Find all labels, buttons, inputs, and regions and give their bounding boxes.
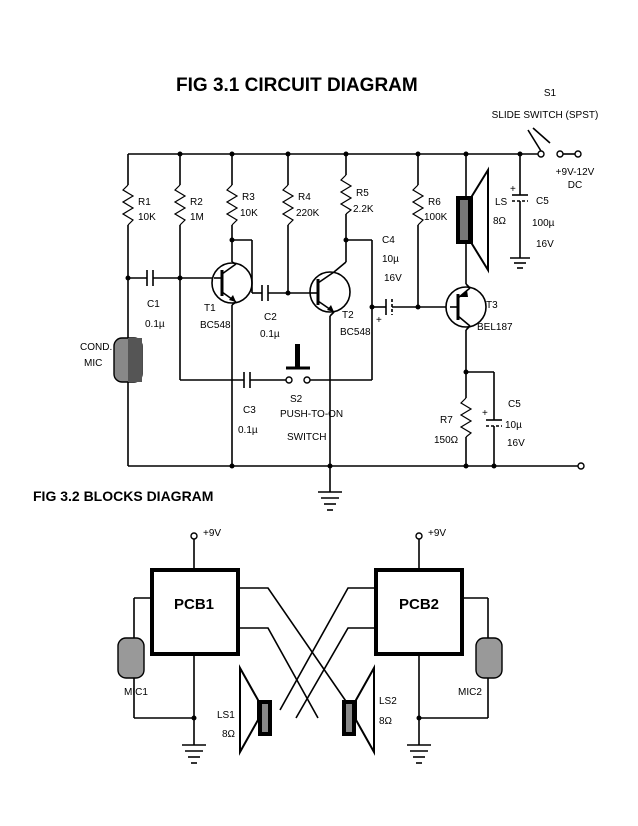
capacitor-c5-lower: + C5 10µ 16V — [466, 371, 525, 469]
resistor-r7: R7 150Ω — [434, 369, 473, 469]
svg-text:8Ω: 8Ω — [222, 729, 236, 740]
speaker-ls2: LS2 8Ω — [342, 664, 397, 756]
svg-text:MIC: MIC — [84, 358, 102, 369]
svg-text:R1: R1 — [138, 197, 151, 208]
transistor-t2: T2 BC548 — [309, 240, 371, 469]
mic1: MIC1 — [117, 597, 194, 719]
ground-symbol — [318, 466, 342, 511]
svg-text:C2: C2 — [264, 312, 277, 323]
svg-text:100µ: 100µ — [532, 218, 555, 229]
svg-text:0.1µ: 0.1µ — [145, 319, 165, 330]
svg-text:C5: C5 — [536, 196, 549, 207]
svg-text:C1: C1 — [147, 299, 160, 310]
svg-text:+: + — [482, 408, 488, 419]
ground-left — [182, 654, 206, 764]
svg-text:10µ: 10µ — [505, 420, 522, 431]
svg-text:C5: C5 — [508, 399, 521, 410]
svg-text:C3: C3 — [243, 405, 256, 416]
svg-text:2.2K: 2.2K — [353, 204, 374, 215]
svg-text:8Ω: 8Ω — [379, 716, 393, 727]
svg-text:220K: 220K — [296, 208, 320, 219]
svg-text:BEL187: BEL187 — [477, 322, 513, 333]
capacitor-c1: C1 0.1µ — [125, 270, 214, 330]
svg-text:R7: R7 — [440, 415, 453, 426]
svg-text:10µ: 10µ — [382, 254, 399, 265]
push-switch-s2: S2 PUSH-TO-ON SWITCH — [280, 344, 372, 443]
svg-text:10K: 10K — [240, 208, 258, 219]
svg-text:100K: 100K — [424, 212, 448, 223]
svg-text:10K: 10K — [138, 212, 156, 223]
capacitor-c4: + C4 10µ 16V — [369, 235, 450, 326]
svg-text:16V: 16V — [507, 438, 525, 449]
svg-text:LS: LS — [495, 197, 508, 208]
terminal-minus — [577, 462, 585, 470]
resistor-r1: R1 10K — [121, 154, 156, 466]
svg-text:150Ω: 150Ω — [434, 435, 459, 446]
svg-text:0.1µ: 0.1µ — [260, 329, 280, 340]
cross-wires — [238, 587, 376, 719]
svg-text:BC548: BC548 — [340, 327, 371, 338]
svg-text:+9V: +9V — [428, 528, 446, 539]
svg-text:BC548: BC548 — [200, 320, 231, 331]
capacitor-c3: C3 0.1µ — [180, 372, 286, 436]
svg-text:T1: T1 — [204, 303, 216, 314]
svg-text:16V: 16V — [384, 273, 402, 284]
capacitor-c2: C2 0.1µ — [252, 285, 310, 340]
supply-dc: DC — [568, 180, 582, 191]
svg-text:T3: T3 — [486, 300, 498, 311]
slide-switch-s1: S1 SLIDE SWITCH (SPST) +9V-12V DC — [492, 88, 599, 191]
svg-text:MIC2: MIC2 — [458, 687, 482, 698]
svg-text:R2: R2 — [190, 197, 203, 208]
svg-text:0.1µ: 0.1µ — [238, 425, 258, 436]
pcb2-block: +9V PCB2 — [374, 528, 464, 656]
resistor-r2: R2 1M — [173, 154, 204, 380]
resistor-r4: R4 220K — [281, 154, 320, 293]
svg-text:C4: C4 — [382, 235, 395, 246]
resistor-r3: R3 10K — [225, 154, 258, 262]
condenser-mic: COND. MIC — [80, 337, 143, 383]
svg-text:PCB1: PCB1 — [174, 596, 214, 613]
svg-text:S2: S2 — [290, 394, 303, 405]
mic2: MIC2 — [419, 597, 503, 719]
svg-text:PUSH-TO-ON: PUSH-TO-ON — [280, 409, 343, 420]
s1-desc: SLIDE SWITCH (SPST) — [492, 110, 599, 121]
svg-text:R5: R5 — [356, 188, 369, 199]
blocks-diagram: +9V PCB1 +9V PCB2 MIC1 — [117, 528, 503, 764]
speaker-ls: LS 8Ω — [456, 154, 508, 274]
resistor-r5: R5 2.2K — [339, 154, 374, 240]
svg-text:COND.: COND. — [80, 342, 112, 353]
s1-label: S1 — [544, 88, 557, 99]
svg-text:+9V: +9V — [203, 528, 221, 539]
svg-text:T2: T2 — [342, 310, 354, 321]
svg-text:PCB2: PCB2 — [399, 596, 439, 613]
svg-text:MIC1: MIC1 — [124, 687, 148, 698]
svg-text:+: + — [376, 315, 382, 326]
pcb1-block: +9V PCB1 — [150, 528, 240, 656]
circuit-diagram: S1 SLIDE SWITCH (SPST) +9V-12V DC R1 10K… — [80, 88, 599, 511]
fig1-title: FIG 3.1 CIRCUIT DIAGRAM — [176, 75, 418, 96]
svg-text:R3: R3 — [242, 192, 255, 203]
fig2-title: FIG 3.2 BLOCKS DIAGRAM — [33, 488, 214, 504]
svg-text:R4: R4 — [298, 192, 311, 203]
svg-text:LS2: LS2 — [379, 696, 397, 707]
svg-text:LS1: LS1 — [217, 710, 235, 721]
speaker-ls1: LS1 8Ω — [217, 664, 272, 756]
capacitor-c5-upper: + C5 100µ 16V — [510, 154, 555, 269]
svg-text:8Ω: 8Ω — [493, 216, 507, 227]
ground-right — [407, 654, 431, 764]
transistor-t3: T3 BEL187 — [445, 270, 513, 372]
svg-text:+: + — [510, 184, 516, 195]
svg-text:1M: 1M — [190, 212, 204, 223]
svg-text:R6: R6 — [428, 197, 441, 208]
transistor-t1: T1 BC548 — [200, 261, 253, 469]
svg-text:SWITCH: SWITCH — [287, 432, 326, 443]
supply-voltage: +9V-12V — [556, 167, 595, 178]
svg-text:16V: 16V — [536, 239, 554, 250]
resistor-r6: R6 100K — [411, 154, 448, 307]
